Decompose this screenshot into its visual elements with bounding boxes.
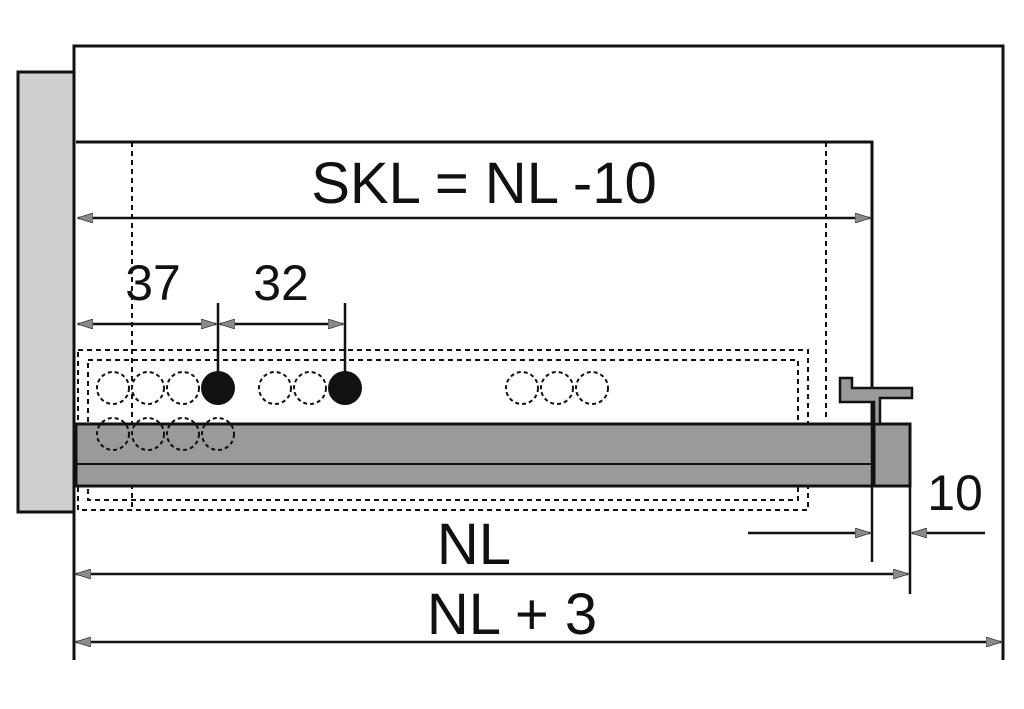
hole-dashed	[96, 371, 130, 405]
hole-dashed	[166, 417, 200, 451]
hole-dashed	[258, 371, 292, 405]
runner-rail	[74, 422, 876, 488]
hole-dashed	[131, 417, 165, 451]
hole-row-lower	[96, 417, 235, 451]
hole-filled	[201, 371, 235, 405]
cabinet-outline	[72, 44, 1005, 660]
hole-dashed	[166, 371, 200, 405]
label-hole-pitch: 32	[253, 255, 309, 311]
drawer-box-outline	[76, 140, 874, 424]
runner-end-block	[872, 422, 912, 488]
label-rear-gap: 10	[927, 465, 983, 521]
label-nl-plus: NL + 3	[427, 582, 597, 647]
hole-dashed	[540, 371, 574, 405]
hole-filled	[328, 371, 362, 405]
hole-dashed	[201, 417, 235, 451]
hole-dashed	[131, 371, 165, 405]
label-offset-first: 37	[125, 255, 181, 311]
hole-dashed	[575, 371, 609, 405]
label-nl: NL	[437, 512, 511, 577]
front-panel	[16, 70, 76, 514]
hole-dashed	[505, 371, 539, 405]
hole-dashed	[293, 371, 327, 405]
rear-hook-bracket	[838, 376, 914, 426]
label-skl: SKL = NL -10	[311, 151, 657, 216]
hole-row-upper	[96, 371, 609, 405]
hole-dashed	[96, 417, 130, 451]
